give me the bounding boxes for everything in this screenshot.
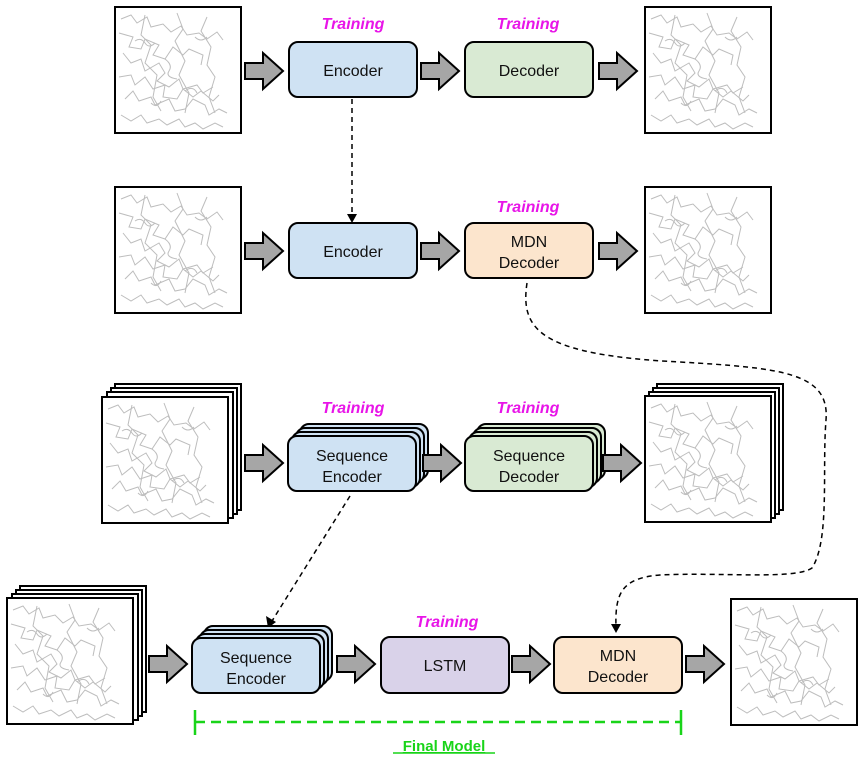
row4-lstm-training-label: Training [416,614,479,631]
row4-arrow-1 [148,643,189,685]
connector-encoder-arrowhead [347,214,357,223]
row4-lstm-label: LSTM [424,658,467,675]
final-model-bracket [193,710,683,735]
row1-decoder-box [464,41,594,98]
row4-mdn-label-line1: MDN [600,648,636,665]
row2-arrow-2 [420,230,461,272]
row3-output-image-stack [645,383,784,522]
row3-sequence-decoder-box [464,423,606,492]
row1-decoder-label: Decoder [499,63,560,80]
row3-input-image-stack [102,383,242,523]
row1-arrow-2 [420,50,461,92]
row2-encoder-label: Encoder [323,244,383,261]
connector-mdn-weights [525,282,827,629]
row2-output-image [645,187,771,313]
row2-arrow-3 [598,230,639,272]
row2-encoder-box [288,222,418,279]
row3-arrow-1 [244,442,285,484]
row4-mdn-decoder-box [553,636,683,694]
row3-arrow-2 [422,442,463,484]
row1-encoder-box [288,41,418,98]
row1-decoder-training-label: Training [497,16,560,33]
connector-seq-encoder-weights [271,495,351,622]
row1-arrow-1 [244,50,285,92]
row3-decoder-label-line2: Decoder [499,469,560,486]
row1-encoder-training-label: Training [322,16,385,33]
connector-mdn-arrowhead [611,624,621,633]
row4-encoder-label-line2: Encoder [226,671,286,688]
row4-mdn-label-line2: Decoder [588,669,649,686]
row2-mdn-label-line2: Decoder [499,255,560,272]
row4-output-image [731,599,857,725]
row4-input-image-stack [7,585,147,724]
row3-decoder-label-line1: Sequence [493,448,565,465]
row4-lstm-box [380,636,510,694]
row2-mdn-training-label: Training [497,199,560,216]
row4-sequence-encoder-box [191,625,333,694]
row2-mdn-label-line1: MDN [511,234,547,251]
row3-arrow-3 [602,442,643,484]
row3-encoder-label-line1: Sequence [316,448,388,465]
row1-output-image [645,7,771,133]
row1-arrow-3 [598,50,639,92]
row2-arrow-1 [244,230,285,272]
row2-input-image [115,187,241,313]
row4-arrow-3 [511,643,552,685]
row1-encoder-label: Encoder [323,63,383,80]
row4-arrow-4 [685,643,726,685]
row3-encoder-label-line2: Encoder [322,469,382,486]
row2-mdn-decoder-box [464,222,594,279]
row4-encoder-label-line1: Sequence [220,650,292,667]
final-model-label: Final Model [403,738,486,755]
row3-encoder-training-label: Training [322,400,385,417]
row1-input-image [115,7,241,133]
row3-decoder-training-label: Training [497,400,560,417]
row3-sequence-encoder-box [287,423,429,492]
row4-arrow-2 [336,643,377,685]
